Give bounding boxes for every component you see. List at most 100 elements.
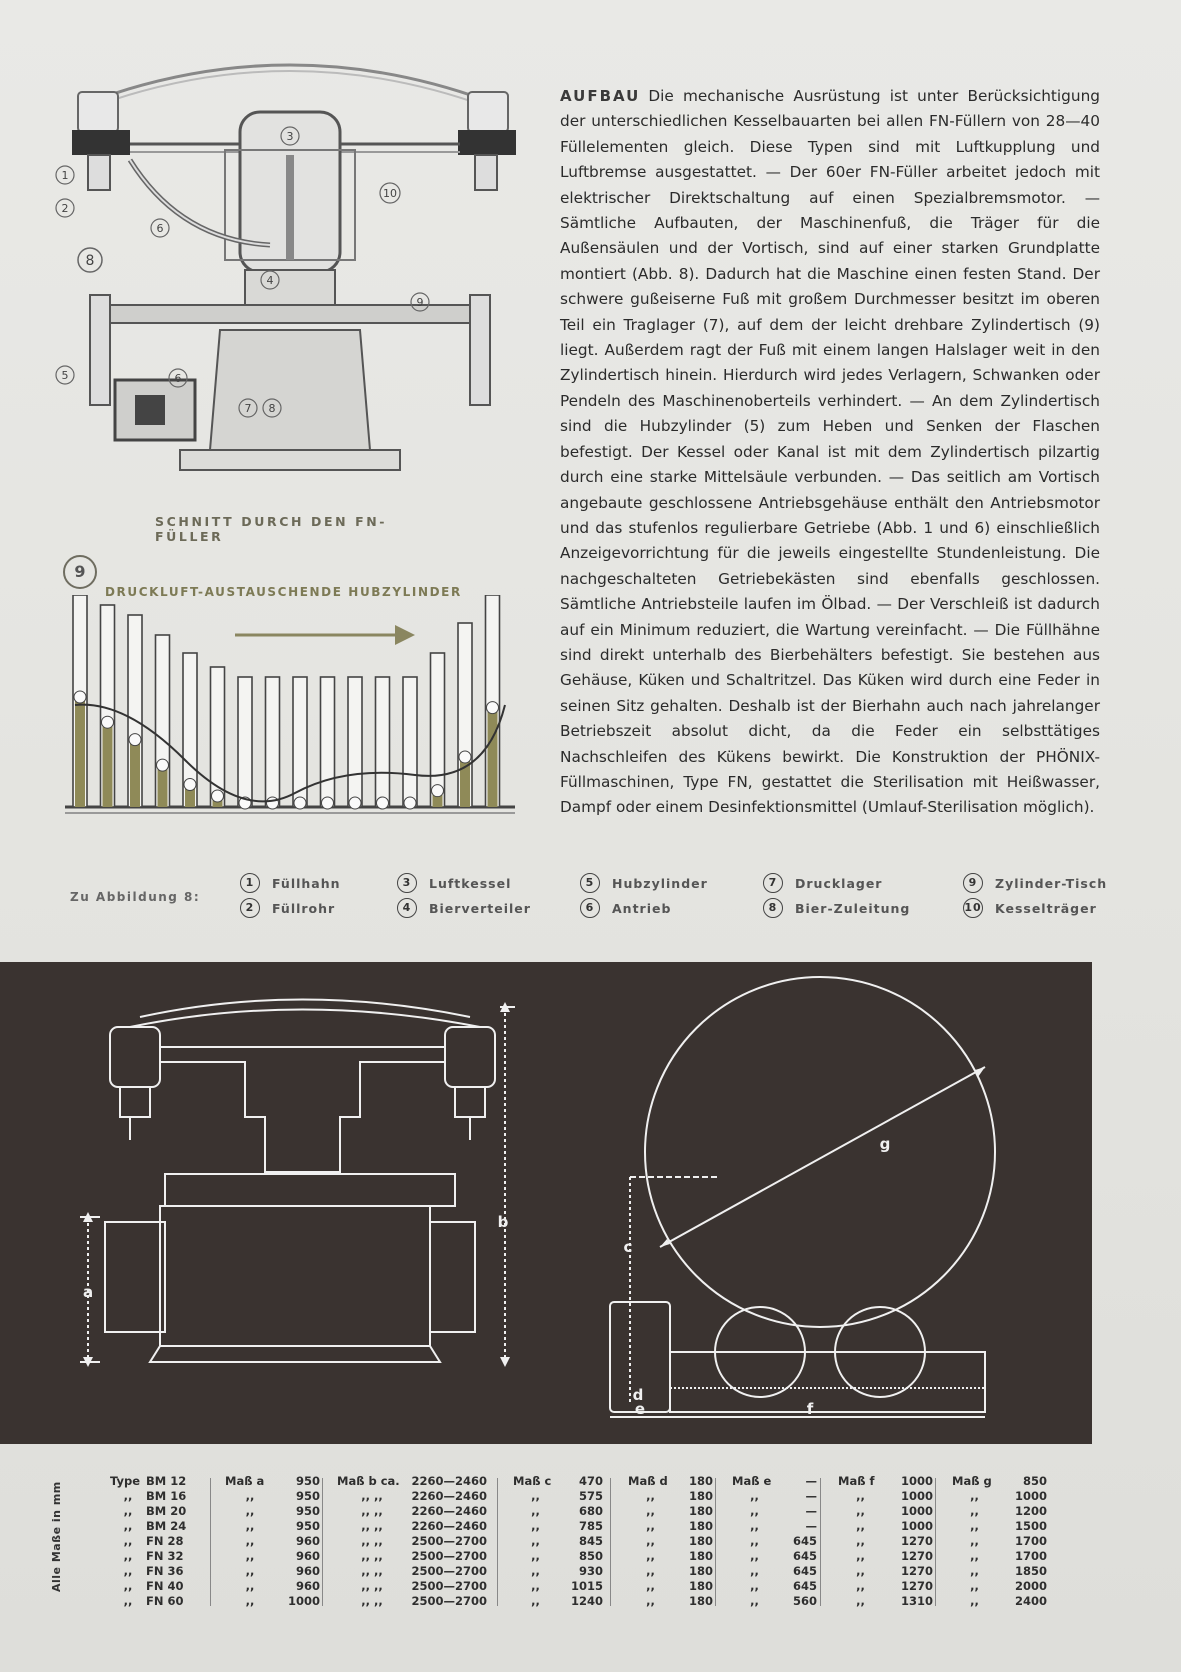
table-row: ,,950 (225, 1489, 320, 1504)
svg-text:3: 3 (287, 130, 294, 143)
table-row: ,,1000 (225, 1594, 320, 1609)
table-cell-label: ,, (123, 1504, 133, 1518)
piston (266, 796, 279, 810)
table-cell-label: ,, (856, 1534, 865, 1548)
legend-number: 2 (240, 898, 260, 918)
cylinder-fill (102, 726, 113, 807)
table-cell-label: ,, (750, 1594, 759, 1608)
table-row: ,,645 (732, 1534, 817, 1549)
dimension-drawing: a b c d e f g (80, 976, 996, 1418)
table-cell-value: 180 (688, 1564, 713, 1578)
table-row: ,,1000 (838, 1504, 933, 1519)
table-cell-label: ,, (750, 1519, 759, 1533)
table-cell-value: 645 (792, 1549, 817, 1563)
table-cell-label: ,, (856, 1549, 865, 1563)
piston (458, 750, 472, 764)
table-row: ,,960 (225, 1549, 320, 1564)
table-row: ,,1850 (952, 1564, 1047, 1579)
table-cell-value: 180 (688, 1549, 713, 1563)
legend-text: Kesselträger (995, 900, 1097, 916)
table-row: ,,1000 (952, 1489, 1047, 1504)
table-cell-label: ,, (123, 1549, 133, 1563)
table-cell-label: ,, (123, 1579, 133, 1593)
table-cell-value: 1000 (287, 1594, 320, 1608)
svg-text:10: 10 (383, 187, 397, 200)
table-row: ,,1700 (952, 1549, 1047, 1564)
dim-label-d: d (633, 1386, 644, 1404)
table-row: ,, ,,2500—2700 (337, 1549, 487, 1564)
table-row: ,, 560 (732, 1594, 817, 1609)
table-row: ,,1200 (952, 1504, 1047, 1519)
table-cell-label: Maß g (952, 1474, 992, 1488)
table-cell-value: — (805, 1504, 818, 1518)
table-cell-value: 180 (688, 1474, 713, 1488)
legend-number: 10 (963, 898, 983, 918)
figure-8-caption: SCHNITT DURCH DEN FN-FÜLLER (155, 514, 388, 544)
table-row: ,, FN 32 (110, 1549, 186, 1564)
table-cell-label: ,, (646, 1564, 655, 1578)
piston (73, 690, 87, 704)
legend-text: Antrieb (612, 900, 672, 916)
table-cell-value: 2260—2460 (411, 1504, 487, 1518)
table-cell-value: 1015 (570, 1579, 603, 1593)
table-cell-label: ,, ,, (361, 1534, 383, 1548)
cylinder-fill (130, 743, 140, 807)
table-cell-value: 1310 (900, 1594, 933, 1608)
table-cell-value: FN 32 (146, 1549, 184, 1563)
table-cell-value: 1000 (900, 1519, 933, 1533)
legend-text: Hubzylinder (612, 875, 708, 891)
table-row: ,, 180 (628, 1564, 713, 1579)
piston (183, 778, 197, 792)
legend-number: 7 (763, 873, 783, 893)
table-cell-value: 645 (792, 1534, 817, 1548)
table-cell-label: ,, ,, (361, 1489, 383, 1503)
table-cell-label: ,, (856, 1594, 865, 1608)
svg-text:6: 6 (175, 372, 182, 385)
table-cell-value: 2260—2460 (411, 1489, 487, 1503)
table-cell-label: ,, (123, 1489, 133, 1503)
table-cell-value: 845 (578, 1534, 603, 1548)
table-cell-label: ,, (750, 1489, 759, 1503)
table-cell-value: 575 (578, 1489, 603, 1503)
table-row: ,, 930 (513, 1564, 603, 1579)
table-row: ,,1270 (838, 1549, 933, 1564)
piston (431, 784, 444, 798)
column-separator (935, 1478, 936, 1606)
table-cell-label: ,, (970, 1579, 979, 1593)
table-row: ,,950 (225, 1519, 320, 1534)
table-cell-label: ,, (646, 1549, 655, 1563)
table-cell-value: 1700 (1014, 1549, 1047, 1563)
table-row: Maß e— (732, 1474, 817, 1489)
table-cell-value: 560 (792, 1594, 817, 1608)
legend-number: 8 (763, 898, 783, 918)
piston (376, 796, 389, 810)
table-cell-value: BM 12 (146, 1474, 187, 1488)
table-row: ,,785 (513, 1519, 603, 1534)
table-cell-label: Maß e (732, 1474, 772, 1488)
table-cell-label: Maß c (513, 1474, 552, 1488)
table-cell-value: 180 (688, 1579, 713, 1593)
table-cell-value: 930 (578, 1564, 603, 1578)
table-cell-label: ,, ,, (361, 1579, 383, 1593)
table-row: ,,FN 28 (110, 1534, 186, 1549)
table-cell-value: FN 36 (146, 1564, 184, 1578)
table-row: ,,850 (513, 1549, 603, 1564)
table-cell-label: ,, (531, 1564, 540, 1578)
table-row: ,, ,,2500—2700 (337, 1534, 487, 1549)
svg-text:8: 8 (86, 253, 95, 269)
table-cell-value: 850 (578, 1549, 603, 1563)
body-paragraph: Die mechanische Ausrüstung ist unter Ber… (560, 87, 1100, 817)
table-row: ,,BM 20 (110, 1504, 187, 1519)
piston (486, 701, 499, 715)
legend-item: 10 Kesselträger (963, 898, 1097, 918)
table-cell-value: 2500—2700 (411, 1564, 487, 1578)
cylinder-fill (460, 761, 470, 807)
table-cell-value: 2500—2700 (411, 1549, 487, 1563)
legend-text: Bierverteiler (429, 900, 531, 916)
table-row: ,,FN 60 (110, 1594, 186, 1609)
table-row: Maß b ca.2260—2460 (337, 1474, 487, 1489)
